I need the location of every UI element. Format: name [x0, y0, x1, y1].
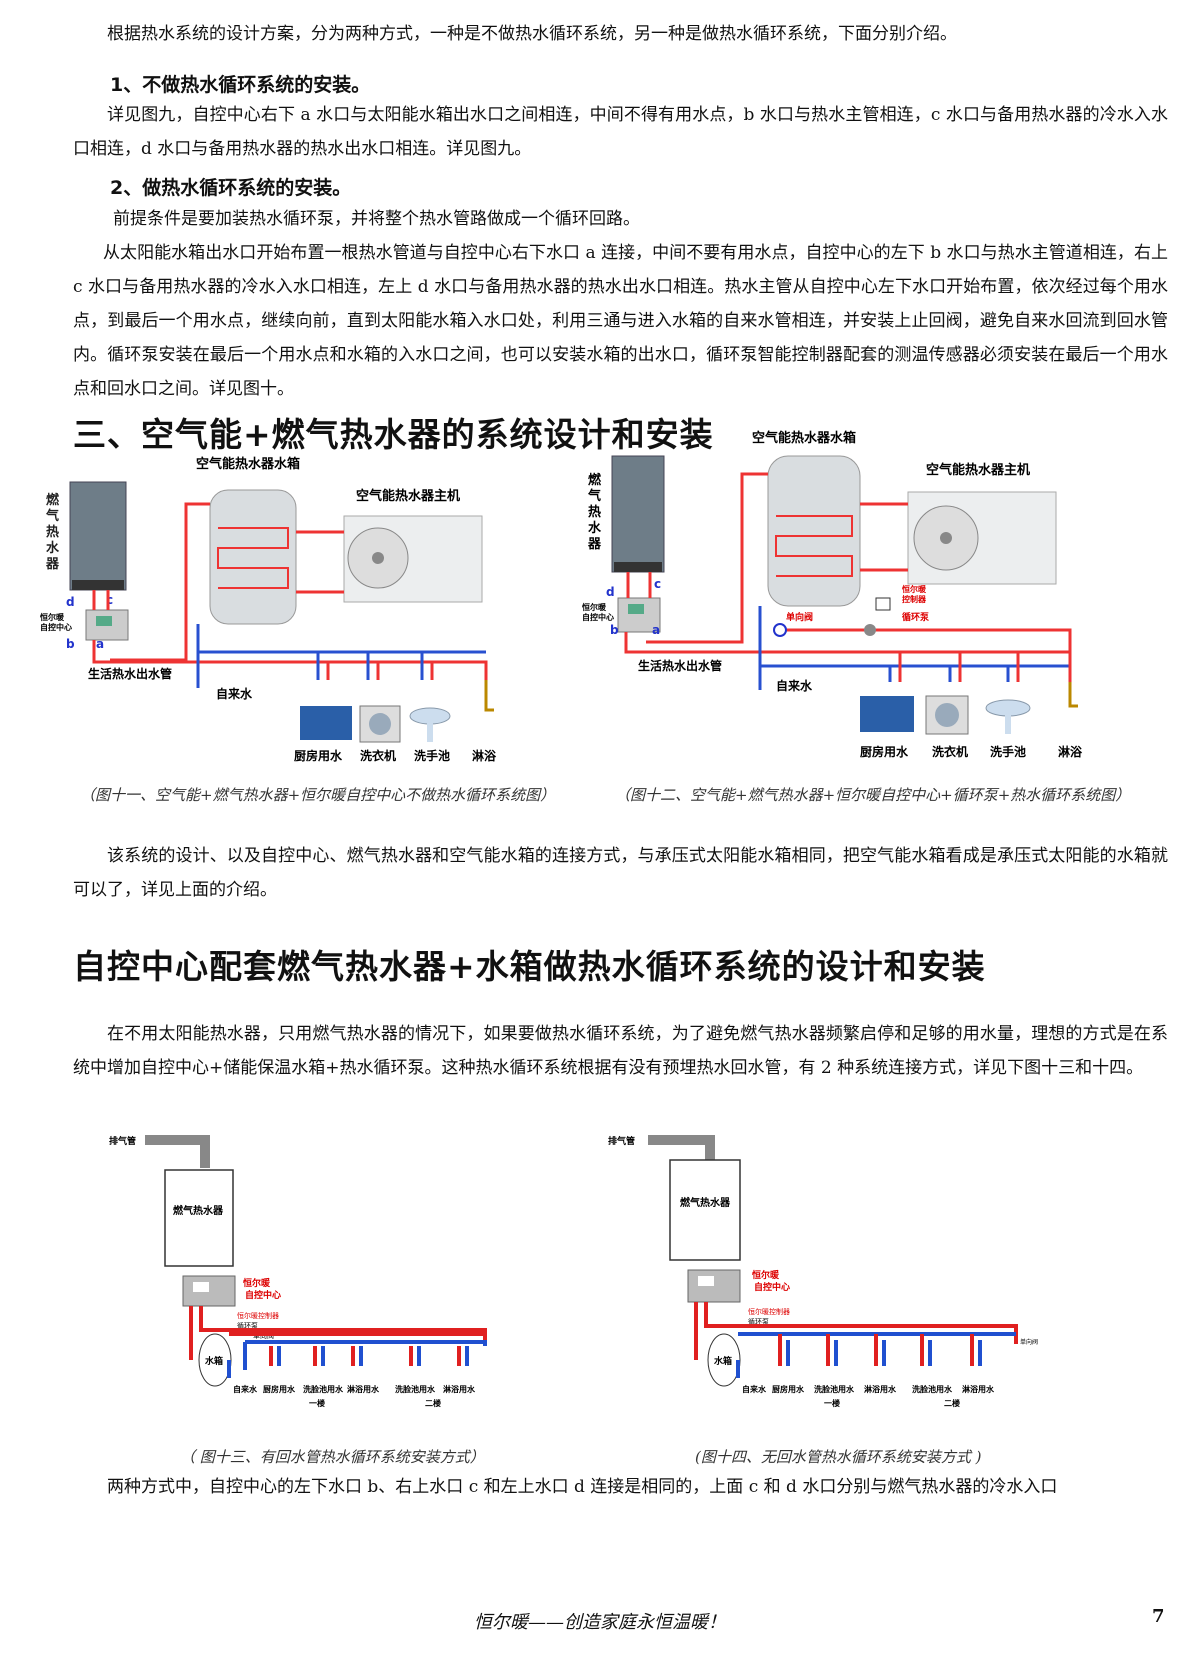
figure-11-caption: （图十一、空气能+燃气热水器+恒尔暖自控中心不做热水循环系统图）	[80, 786, 556, 804]
storage-tank-icon	[767, 455, 861, 607]
svg-text:循环泵: 循环泵	[902, 611, 930, 623]
svg-text:恒尔暖自控中心: 恒尔暖自控中心	[243, 1277, 281, 1301]
tank-label: 空气能热水器水箱	[752, 430, 856, 446]
exhaust-pipe-icon	[145, 1135, 210, 1168]
svg-text:单向阀: 单向阀	[786, 611, 813, 623]
gas-heater-label: 燃气热水器	[173, 1204, 224, 1217]
figure-14-caption: (图十四、无回水管热水循环系统安装方式 )	[695, 1448, 982, 1466]
fixture-labels: 自来水厨房用水洗脸池用水淋浴用水洗脸池用水淋浴用水	[233, 1384, 476, 1394]
svg-text:恒尔暖自控中心: 恒尔暖自控中心	[752, 1269, 790, 1293]
svg-text:恒尔暖自控中心: 恒尔暖自控中心	[40, 612, 72, 632]
gas-heater-icon	[669, 1159, 741, 1261]
gas-heater-icon	[69, 481, 127, 591]
fixture-labels: 厨房用水洗衣机洗手池淋浴	[294, 748, 497, 763]
svg-text:水箱: 水箱	[714, 1355, 732, 1367]
fixture-labels: 自来水厨房用水洗脸池用水淋浴用水洗脸池用水淋浴用水	[742, 1384, 995, 1394]
figure-13-caption: （ 图十三、有回水管热水循环系统安装方式）	[180, 1448, 485, 1466]
main-pipe-label: 生活热水出水管	[88, 666, 172, 681]
svg-text:恒尔暖控制器: 恒尔暖控制器	[902, 584, 927, 604]
section2-body: 从太阳能水箱出水口开始布置一根热水管道与自控中心右下水口 a 连接，中间不要有用…	[73, 243, 1168, 399]
host-label: 空气能热水器主机	[356, 488, 460, 504]
page-number: 7	[1152, 1606, 1165, 1627]
exhaust-pipe-icon	[648, 1135, 715, 1168]
check-valve-icon	[773, 623, 787, 637]
gas-heater-icon	[164, 1169, 234, 1267]
kitchen-icon	[300, 706, 352, 740]
shower-icon	[1068, 682, 1078, 708]
tap-label: 自来水	[216, 686, 253, 701]
tank-label: 空气能热水器水箱	[196, 456, 300, 472]
exhaust-label: 排气管	[109, 1135, 136, 1147]
tap-label: 自来水	[776, 678, 813, 693]
storage-tank-icon	[209, 489, 297, 625]
gas-heater-icon	[611, 455, 665, 573]
figure-13-diagram: 排气管 燃气热水器 恒尔暖自控中心 恒尔暖控制器 循环泵 单向阀 水箱 自来水厨…	[109, 1135, 487, 1408]
svg-text:循环泵: 循环泵	[237, 1321, 258, 1330]
footer-slogan: 恒尔暖——创造家庭永恒温暖！	[474, 1612, 726, 1633]
section2-heading: 2、做热水循环系统的安装。	[110, 177, 352, 199]
section3-body: 该系统的设计、以及自控中心、燃气热水器和空气能水箱的连接方式，与承压式太阳能水箱…	[73, 846, 1168, 900]
section4-body: 在不用太阳能热水器，只用燃气热水器的情况下，如果要做热水循环系统，为了避免燃气热…	[73, 1024, 1168, 1078]
gas-heater-label: 燃气热水器	[680, 1196, 731, 1209]
control-center-icon	[617, 597, 661, 633]
section1-heading: 1、不做热水循环系统的安装。	[110, 74, 371, 96]
main-pipe-label: 生活热水出水管	[638, 658, 722, 673]
svg-text:单向阀: 单向阀	[1020, 1338, 1038, 1346]
pump-controller-icon	[875, 597, 891, 611]
kitchen-icon	[860, 696, 914, 732]
closing-paragraph: 两种方式中，自控中心的左下水口 b、右上水口 c 和左上水口 d 连接是相同的，…	[107, 1477, 1058, 1497]
fixture-labels: 厨房用水洗衣机洗手池淋浴	[860, 744, 1083, 759]
svg-text:恒尔暖自控中心: 恒尔暖自控中心	[582, 602, 614, 622]
intro-paragraph: 根据热水系统的设计方案，分为两种方式，一种是不做热水循环系统，另一种是做热水循环…	[107, 24, 957, 44]
gas-heater-label: 燃气热水器	[45, 492, 60, 572]
svg-text:恒尔暖控制器: 恒尔暖控制器	[748, 1307, 790, 1316]
svg-text:恒尔暖控制器: 恒尔暖控制器	[237, 1311, 279, 1320]
section3-heading: 三、空气能+燃气热水器的系统设计和安装	[73, 415, 714, 454]
host-label: 空气能热水器主机	[926, 462, 1030, 478]
svg-text:循环泵: 循环泵	[748, 1317, 769, 1326]
svg-text:水箱: 水箱	[205, 1355, 223, 1367]
figure-12-caption: （图十二、空气能+燃气热水器+恒尔暖自控中心+循环泵+热水循环系统图）	[615, 786, 1131, 804]
section2-premise: 前提条件是要加装热水循环泵，并将整个热水管路做成一个循环回路。	[113, 209, 640, 229]
gas-heater-label: 燃气热水器	[587, 472, 602, 552]
section1-body: 详见图九，自控中心右下 a 水口与太阳能水箱出水口之间相连，中间不得有用水点，b…	[73, 105, 1168, 159]
section4-heading: 自控中心配套燃气热水器+水箱做热水循环系统的设计和安装	[73, 947, 986, 986]
figure-14-diagram: 排气管 燃气热水器 恒尔暖自控中心 恒尔暖控制器 循环泵 水箱 单向阀 自来水厨…	[608, 1135, 1038, 1408]
pump-icon	[864, 624, 876, 636]
shower-icon	[484, 680, 494, 712]
exhaust-label: 排气管	[608, 1135, 635, 1147]
